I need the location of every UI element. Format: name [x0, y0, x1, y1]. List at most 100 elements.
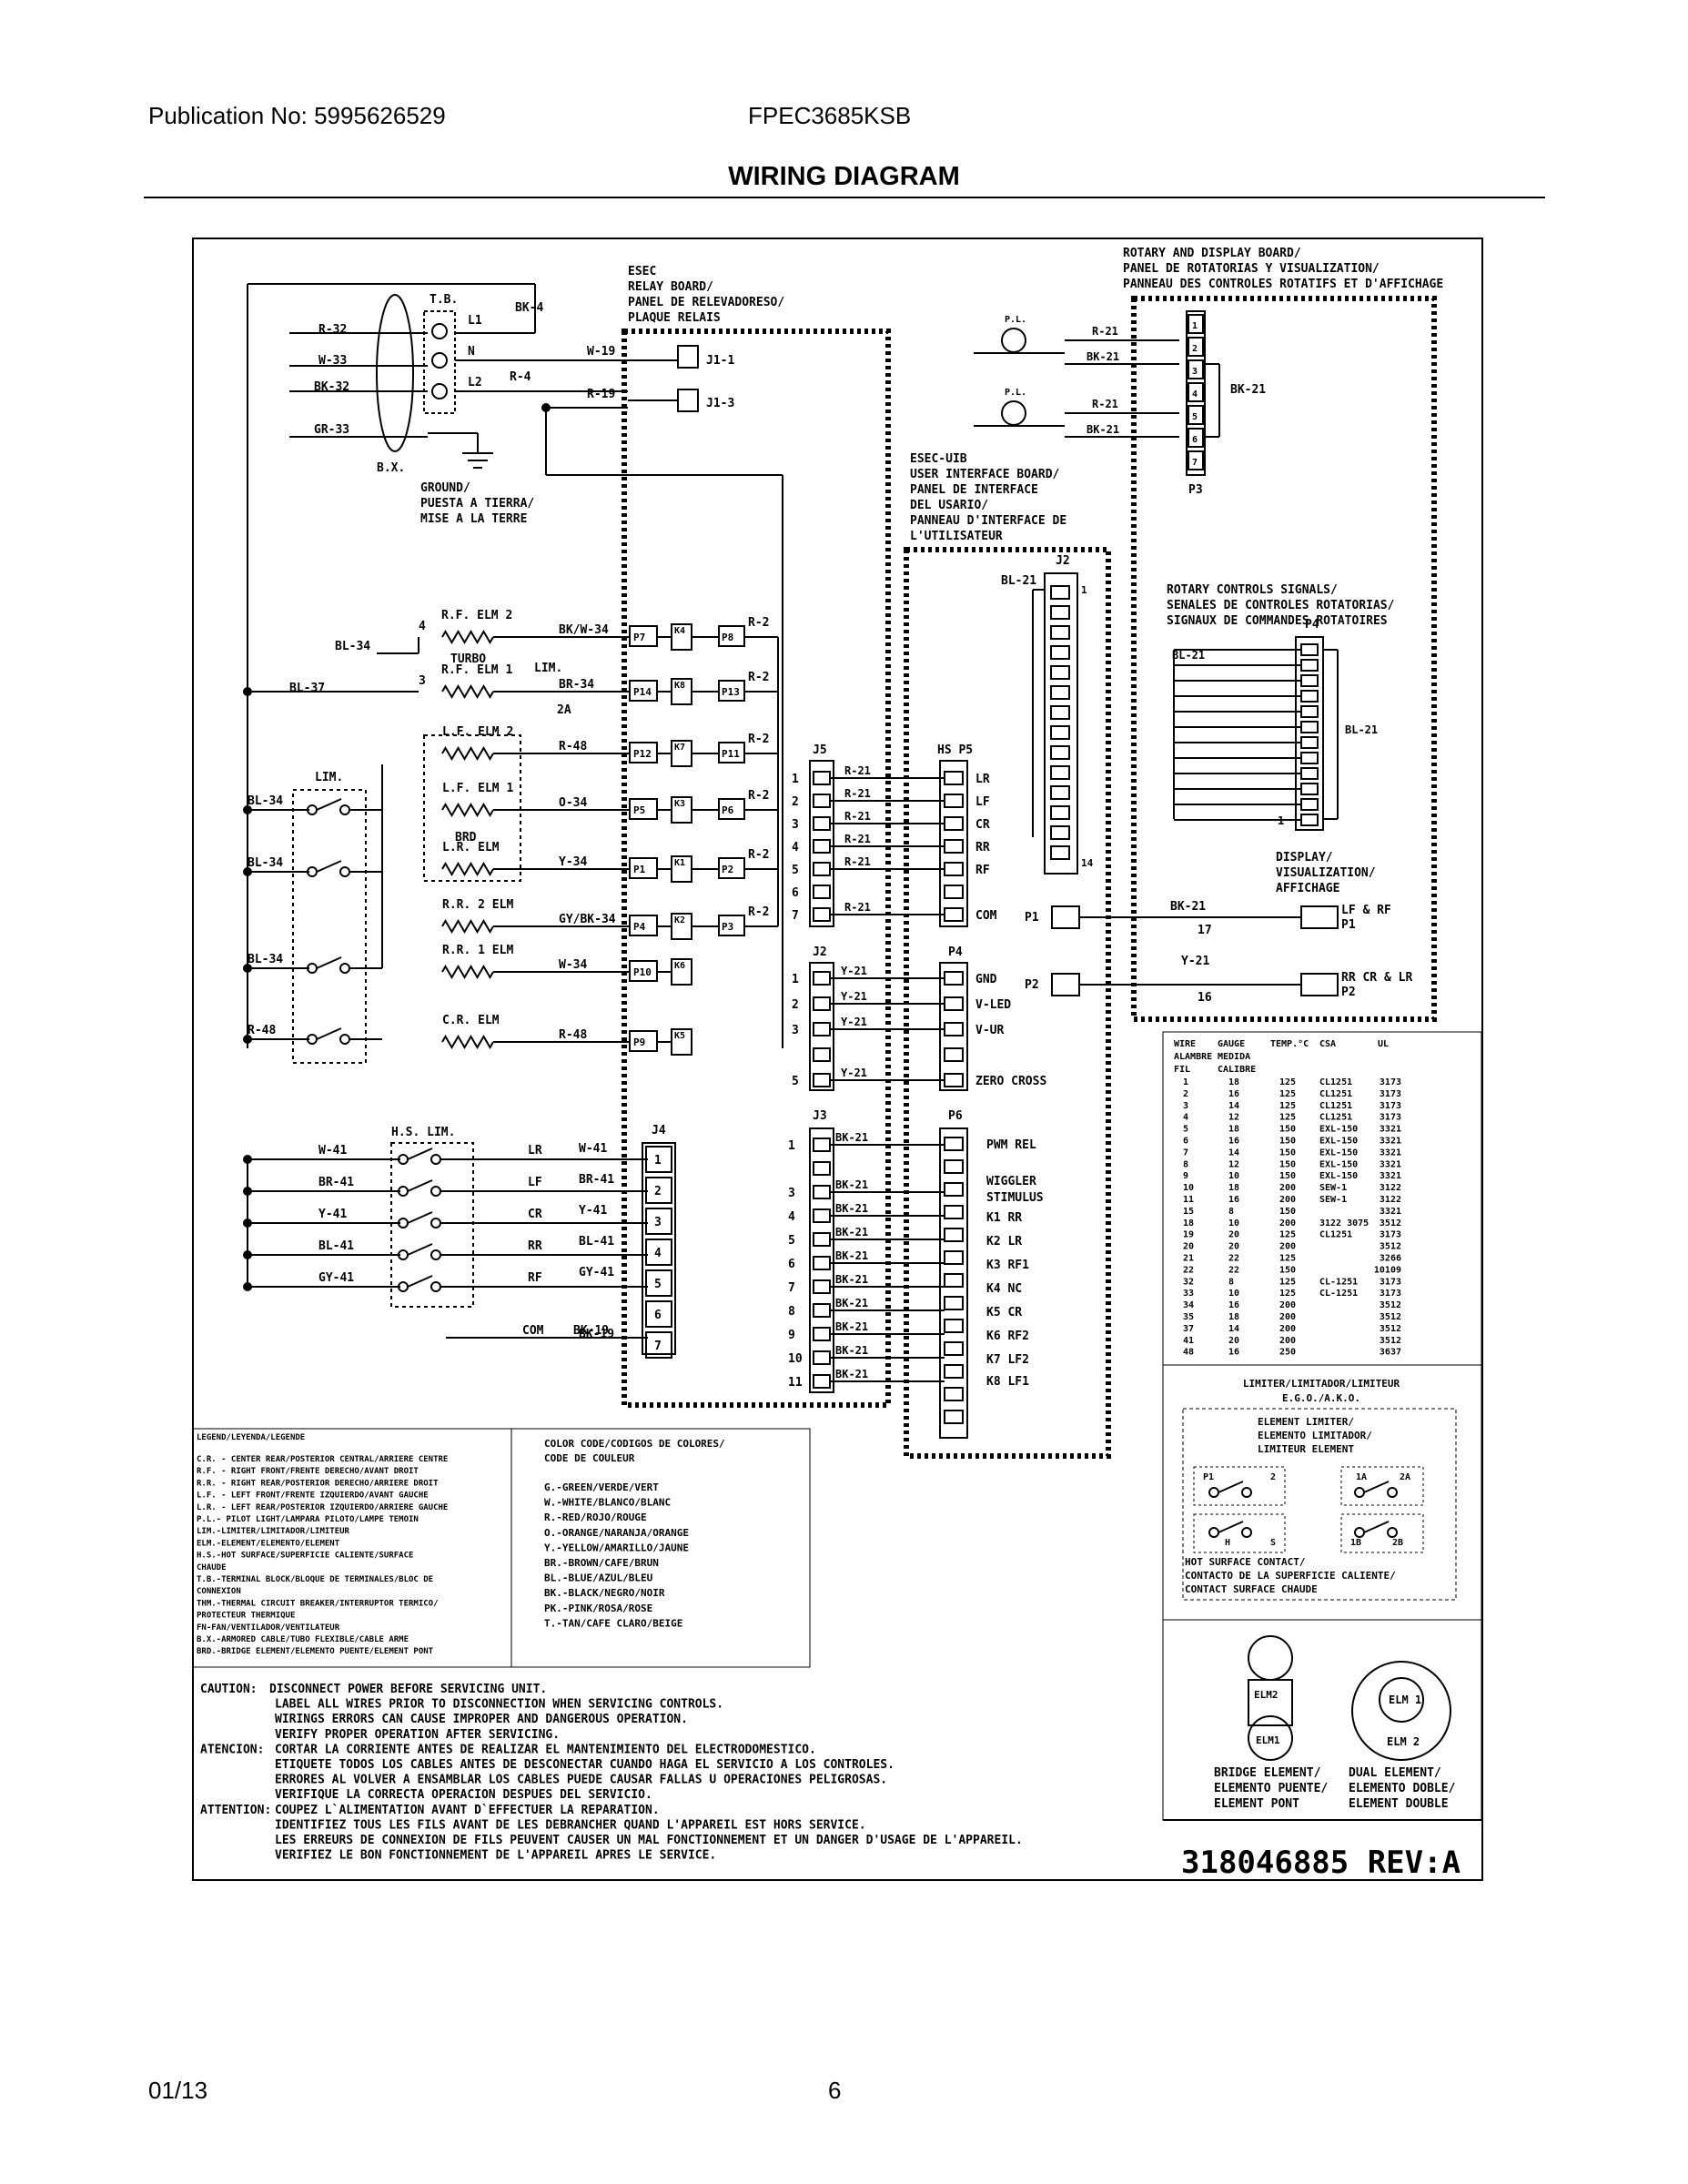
- wire-label: BL-21: [1172, 649, 1205, 662]
- caution-line: CORTAR LA CORRIENTE ANTES DE REALIZAR EL…: [275, 1743, 816, 1756]
- table-header: ALAMBRE: [1174, 1052, 1212, 1062]
- wire-label: BK-21: [1230, 383, 1266, 397]
- pin-number: 8: [788, 1305, 795, 1319]
- limiter-a: [1193, 1466, 1286, 1506]
- pilot-light-icon: [1001, 328, 1026, 353]
- element-resistor: [441, 746, 494, 761]
- pin-slot: [1050, 625, 1070, 640]
- wire-label: R-2: [748, 671, 769, 684]
- wire-label: BK-21: [835, 1131, 868, 1144]
- limiter-pin: 1A: [1356, 1472, 1367, 1482]
- table-cell: 3173: [1380, 1077, 1401, 1087]
- page-title: WIRING DIAGRAM: [728, 162, 960, 191]
- pin-slot: [1300, 736, 1319, 749]
- wire-label: R-2: [748, 848, 769, 862]
- table-cell: 3512: [1380, 1218, 1401, 1228]
- table-cell: 1: [1183, 1077, 1188, 1087]
- table-cell: CL-1251: [1319, 1289, 1358, 1299]
- connector-label: P3: [1188, 483, 1203, 497]
- pin-number: 9: [788, 1329, 795, 1342]
- lim-label: LIM.: [534, 662, 562, 675]
- caution-line: LABEL ALL WIRES PRIOR TO DISCONNECTION W…: [275, 1698, 723, 1712]
- caution-line: ETIQUETE TODOS LOS CABLES ANTES DE DESCO…: [275, 1758, 895, 1772]
- rotary-signals-label: ROTARY CONTROLS SIGNALS/: [1167, 583, 1338, 597]
- pin-slot: [1300, 643, 1319, 656]
- pin-slot: [944, 1228, 964, 1242]
- pin-slot: [944, 885, 964, 899]
- pin-slot: [813, 1374, 831, 1389]
- table-cell: 22: [1183, 1265, 1194, 1275]
- table-cell: 200: [1279, 1218, 1296, 1228]
- wire-label: R-21: [844, 787, 871, 800]
- pin-number: 11: [788, 1376, 803, 1390]
- pin-number: 4: [792, 841, 799, 854]
- limiter-sub: ELEMENTO LIMITADOR/: [1258, 1430, 1372, 1441]
- color-code-title: COLOR CODE/CODIGOS DE COLORES/: [544, 1438, 725, 1450]
- publication-number: Publication No: 5995626529: [148, 102, 446, 129]
- caution-line: VERIFIQUE LA CORRECTA OPERACION DESPUES …: [275, 1788, 652, 1802]
- wire-label: BK-21: [835, 1320, 868, 1333]
- pin-slot: [813, 1350, 831, 1365]
- connector-label: J2: [1056, 554, 1070, 568]
- pin-slot: [1300, 721, 1319, 733]
- relay-label: K7: [674, 743, 685, 753]
- relay-label: K8: [674, 681, 685, 691]
- wire-label: R-21: [844, 855, 871, 868]
- pin-number: 1: [1081, 584, 1087, 596]
- pin-slot: [813, 1303, 831, 1318]
- wire-label: Y-21: [841, 990, 867, 1003]
- limiter-pin: 2A: [1400, 1472, 1410, 1482]
- pin-slot: [813, 771, 831, 785]
- hs-lim-label: H.S. LIM.: [391, 1126, 455, 1139]
- uib-label: ESEC-UIB: [910, 452, 967, 466]
- wire-label: BL-34: [248, 953, 283, 966]
- caution-head: ATTENTION:: [200, 1804, 271, 1817]
- pin-label: J1-1: [706, 354, 734, 368]
- hot-surface-label: HOT SURFACE CONTACT/: [1185, 1556, 1306, 1568]
- dual-caption: ELEMENT DOUBLE: [1349, 1797, 1449, 1811]
- pin-slot: [813, 1022, 831, 1036]
- pin-slot: [813, 907, 831, 922]
- pin-number: 5: [792, 864, 799, 877]
- limiter-d: [1340, 1513, 1424, 1553]
- pin-slot: [813, 1256, 831, 1270]
- hs-switch: [430, 1186, 441, 1197]
- element-name: C.R. ELM: [442, 1014, 500, 1027]
- pin-slot: [813, 1161, 831, 1176]
- pin-slot: [944, 1341, 964, 1356]
- wire-label: R-21: [844, 901, 871, 914]
- pin-slot: [1188, 450, 1204, 470]
- table-cell: 3321: [1380, 1125, 1401, 1135]
- limiter-switch: [1208, 1487, 1219, 1498]
- pin-slot: [813, 971, 831, 986]
- table-cell: 200: [1279, 1242, 1296, 1252]
- wire-label: R-2: [748, 733, 769, 746]
- table-cell: 150: [1279, 1265, 1296, 1275]
- switch-blade: [316, 798, 342, 811]
- table-cell: 3173: [1380, 1101, 1401, 1111]
- pin-slot: [813, 1232, 831, 1247]
- pilot-light-icon: [1001, 400, 1026, 426]
- relay-pin-label: P4: [633, 921, 646, 933]
- table-cell: SEW-1: [1319, 1195, 1347, 1205]
- wire-label: BK-21: [835, 1178, 868, 1191]
- table-cell: 6: [1183, 1137, 1188, 1147]
- pin-number: 2: [792, 998, 799, 1012]
- connector-label: P6: [948, 1109, 963, 1123]
- lim-switch: [339, 866, 350, 877]
- pin-label: P1: [1025, 911, 1039, 925]
- limiter-c: [1193, 1513, 1286, 1553]
- uib-label: DEL USARIO/: [910, 499, 988, 512]
- brd-label: BRD: [455, 831, 477, 844]
- relay-pin-label: P2: [722, 864, 733, 875]
- limiter-sub: LIMITEUR ELEMENT: [1258, 1443, 1354, 1455]
- element-name: L.F. ELM 1: [442, 782, 513, 795]
- uib-label: L'UTILISATEUR: [910, 530, 1003, 543]
- brd-box: [423, 734, 521, 882]
- relay-label: K1: [674, 858, 685, 868]
- pin-slot: [944, 771, 964, 785]
- junction-dot: [243, 964, 252, 973]
- element-resistor: [441, 862, 494, 876]
- connector-j3: [809, 1127, 834, 1393]
- pin-name: K8 LF1: [986, 1375, 1029, 1389]
